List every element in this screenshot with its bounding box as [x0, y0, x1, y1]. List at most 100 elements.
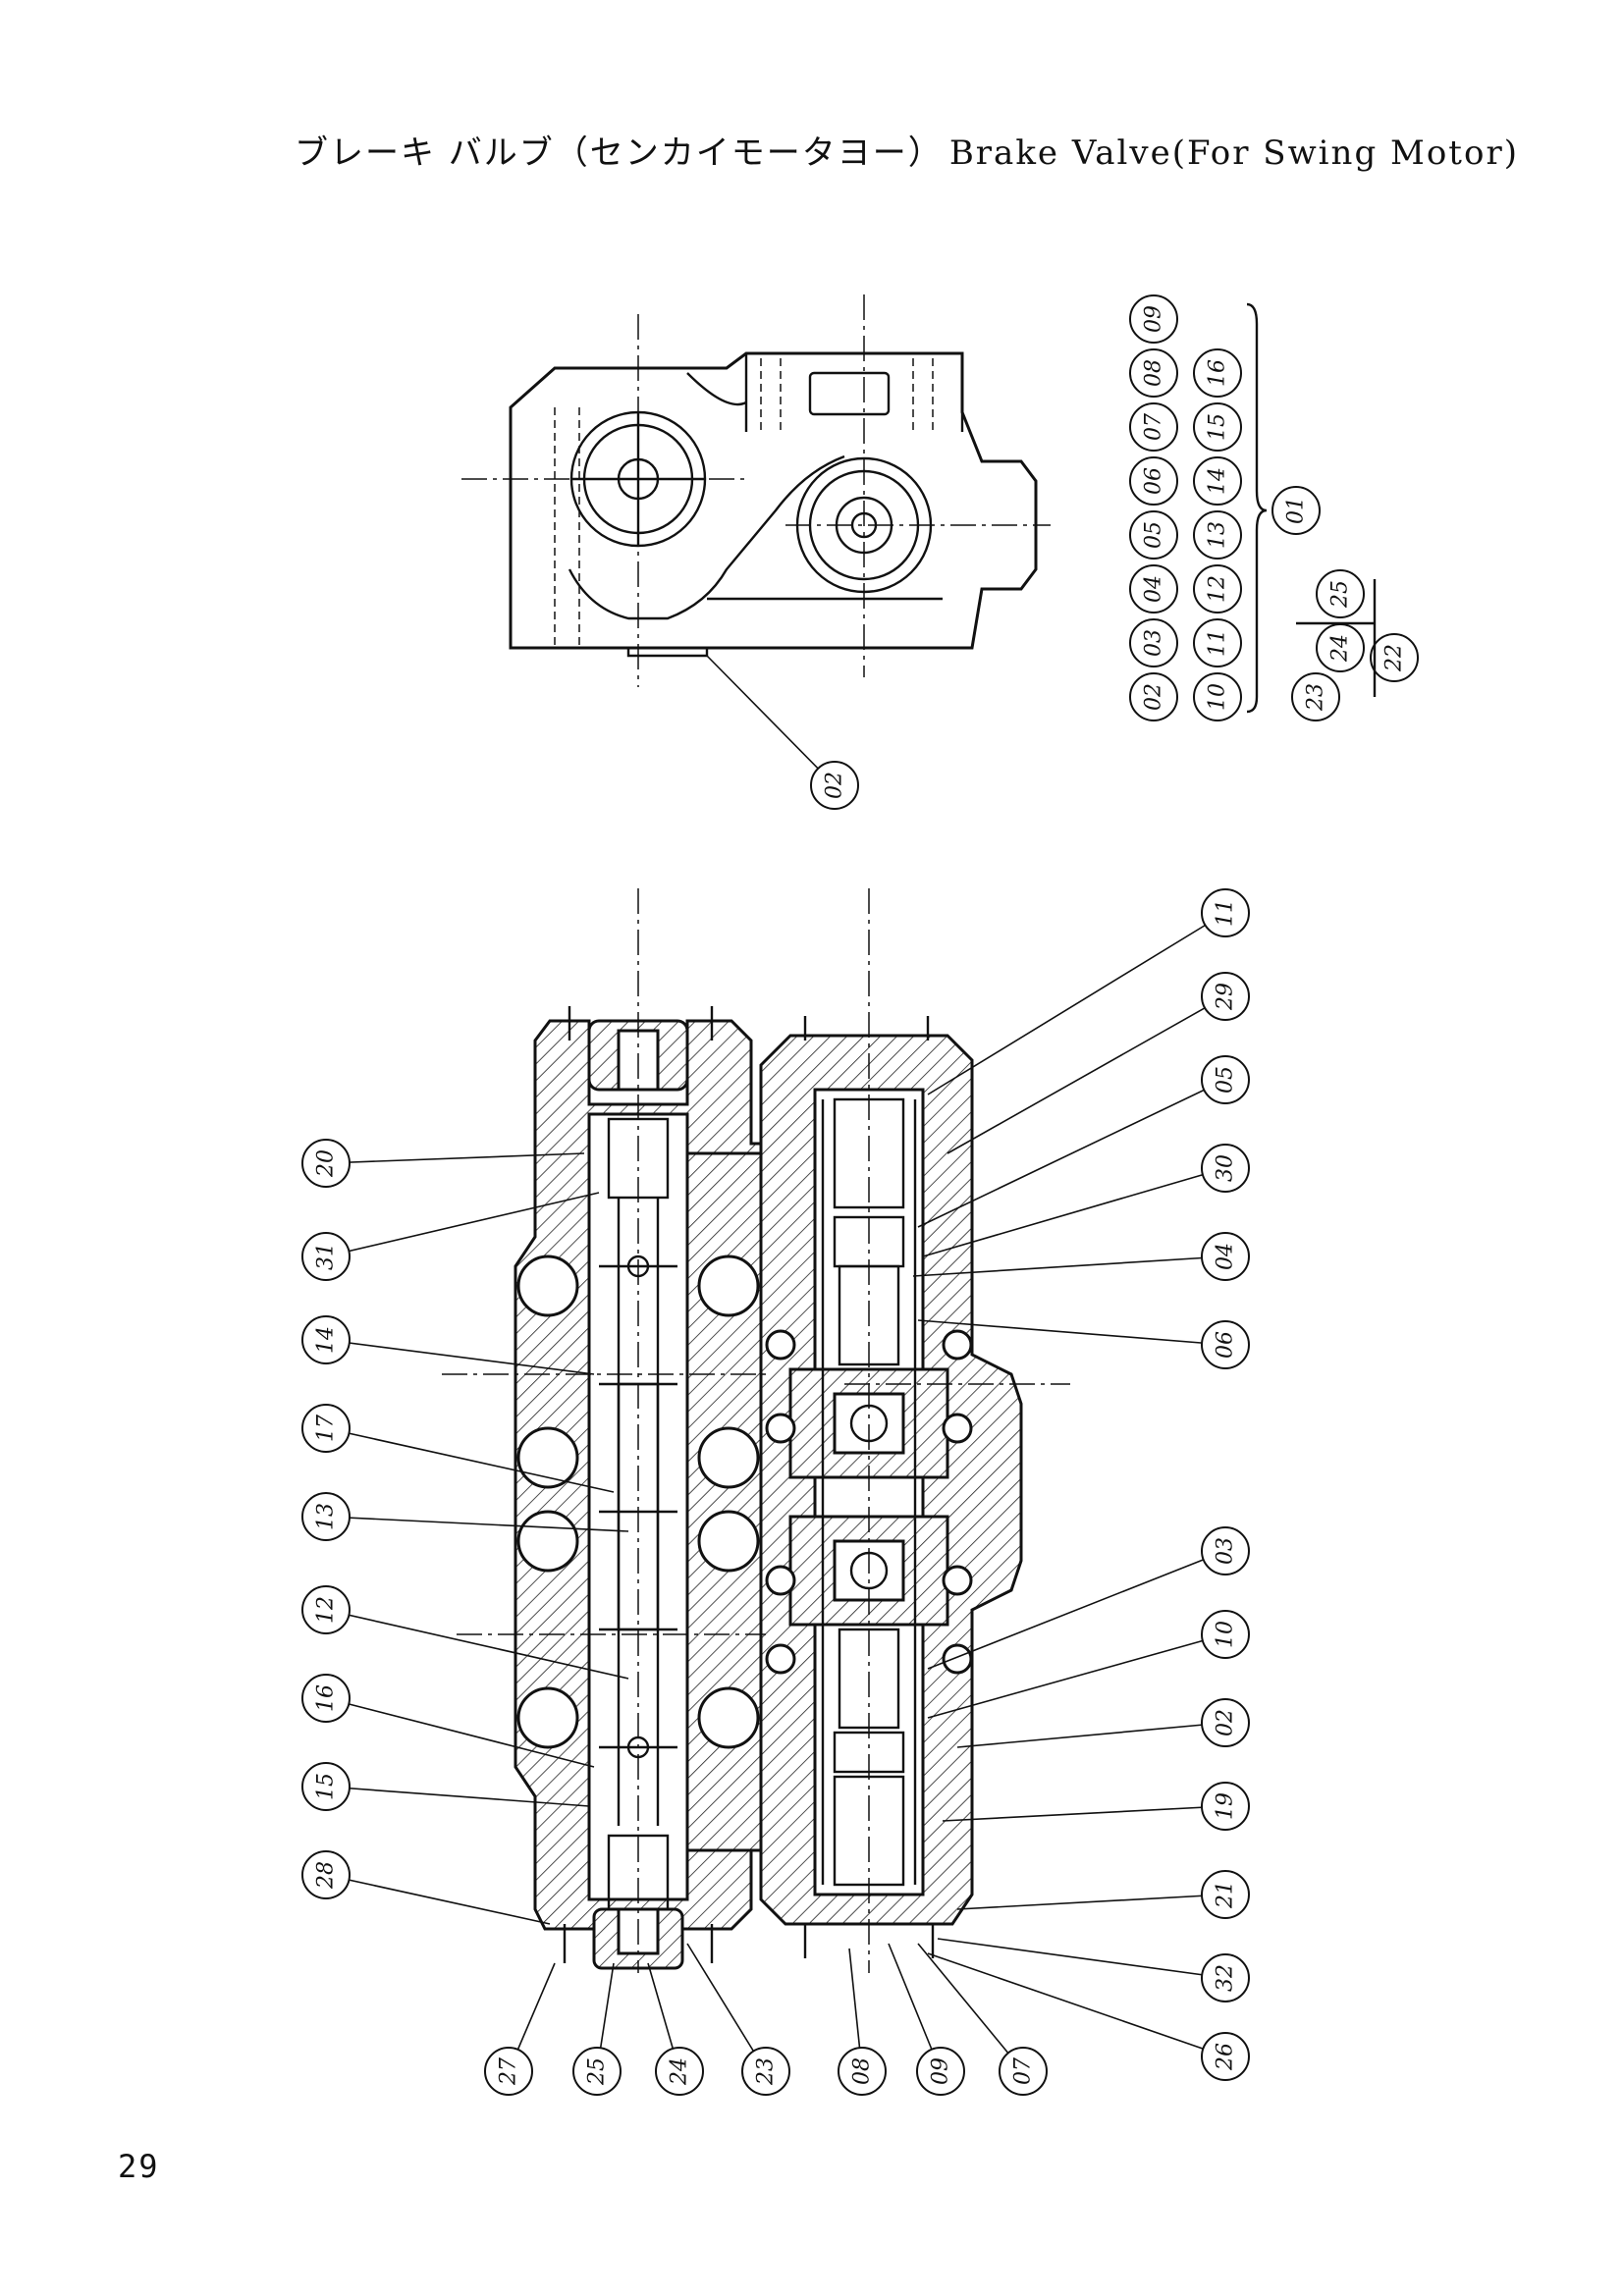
svg-text:14: 14	[314, 1326, 339, 1354]
index-bubble-12: 12	[1193, 564, 1242, 614]
section-callout-12: 12	[301, 1585, 629, 1680]
svg-text:26: 26	[1214, 2043, 1238, 2071]
section-callout-29: 29	[947, 972, 1250, 1154]
index-bubble-23: 23	[1291, 672, 1340, 721]
index-bubble-03: 03	[1129, 618, 1178, 667]
index-bubble-16: 16	[1193, 348, 1242, 398]
svg-text:32: 32	[1214, 1964, 1238, 1992]
index-bubble-06: 06	[1129, 456, 1178, 506]
svg-text:10: 10	[1214, 1621, 1238, 1648]
port-circles-right	[765, 1329, 973, 1675]
section-callout-32: 32	[937, 1938, 1250, 2002]
index-bubble-05: 05	[1129, 510, 1178, 560]
port-circles-left	[516, 1255, 760, 1749]
section-callout-09: 09	[888, 1943, 965, 2096]
svg-text:25: 25	[1328, 580, 1353, 609]
svg-text:03: 03	[1142, 629, 1166, 657]
index-bubble-group-22: 22	[1370, 633, 1419, 682]
svg-text:02: 02	[823, 772, 847, 799]
section-callout-25: 25	[572, 1962, 622, 2096]
svg-text:11: 11	[1206, 629, 1230, 657]
title-japanese: ブレーキ バルブ（センカイモータヨー）	[295, 133, 944, 173]
section-callout-26: 26	[927, 1952, 1250, 2081]
section-callout-21: 21	[956, 1870, 1250, 1919]
section-callout-20: 20	[301, 1139, 585, 1188]
svg-text:07: 07	[1011, 2057, 1036, 2085]
svg-text:22: 22	[1382, 644, 1407, 672]
index-bubble-11: 11	[1193, 618, 1242, 667]
index-bubble-15: 15	[1193, 402, 1242, 452]
svg-text:15: 15	[1206, 413, 1230, 441]
svg-text:14: 14	[1206, 467, 1230, 495]
svg-text:06: 06	[1142, 467, 1166, 495]
section-callout-10: 10	[927, 1610, 1250, 1719]
index-bubble-14: 14	[1193, 456, 1242, 506]
svg-text:02: 02	[1142, 683, 1166, 711]
svg-text:23: 23	[1304, 683, 1328, 712]
top-view-callout-02: 02	[706, 655, 859, 810]
svg-text:19: 19	[1214, 1792, 1238, 1820]
svg-text:17: 17	[314, 1415, 339, 1442]
section-callout-13: 13	[301, 1492, 629, 1541]
section-callout-04: 04	[912, 1232, 1250, 1281]
svg-text:24: 24	[668, 2057, 692, 2086]
section-callout-24: 24	[647, 1962, 704, 2096]
section-callout-02: 02	[956, 1698, 1250, 1748]
index-bubble-10: 10	[1193, 672, 1242, 721]
section-callout-17: 17	[301, 1404, 615, 1493]
index-bubble-09: 09	[1129, 294, 1178, 344]
svg-text:10: 10	[1206, 683, 1230, 711]
section-callout-15: 15	[301, 1762, 590, 1811]
svg-text:25: 25	[585, 2057, 610, 2086]
section-callout-05: 05	[917, 1055, 1250, 1228]
svg-text:20: 20	[314, 1149, 339, 1178]
svg-text:08: 08	[1142, 359, 1166, 387]
svg-text:16: 16	[1206, 359, 1230, 387]
assembly-index-brackets	[1246, 302, 1377, 714]
svg-text:05: 05	[1214, 1066, 1238, 1094]
section-callout-11: 11	[927, 888, 1250, 1095]
svg-text:29: 29	[1214, 983, 1238, 1011]
section-callout-08: 08	[838, 1948, 887, 2096]
svg-text:12: 12	[1206, 575, 1230, 603]
section-callout-30: 30	[922, 1144, 1250, 1257]
svg-text:16: 16	[314, 1684, 339, 1712]
svg-text:06: 06	[1214, 1331, 1238, 1359]
svg-text:12: 12	[314, 1596, 339, 1624]
svg-text:09: 09	[1142, 305, 1166, 333]
index-bubble-group-01: 01	[1271, 486, 1321, 535]
index-bubble-08: 08	[1129, 348, 1178, 398]
section-view	[442, 888, 1070, 1973]
section-callout-28: 28	[301, 1850, 551, 1925]
svg-text:05: 05	[1142, 521, 1166, 549]
index-bubble-25: 25	[1316, 569, 1365, 618]
svg-text:04: 04	[1214, 1243, 1238, 1270]
svg-text:13: 13	[314, 1503, 339, 1530]
svg-text:11: 11	[1214, 899, 1238, 927]
svg-text:31: 31	[314, 1243, 339, 1270]
section-callout-07: 07	[917, 1943, 1048, 2096]
section-callout-06: 06	[917, 1319, 1250, 1369]
section-callout-14: 14	[301, 1315, 595, 1375]
index-bubble-07: 07	[1129, 402, 1178, 452]
svg-text:09: 09	[929, 2057, 953, 2085]
svg-text:23: 23	[754, 2057, 779, 2086]
svg-text:07: 07	[1142, 413, 1166, 441]
svg-text:03: 03	[1214, 1537, 1238, 1565]
svg-text:27: 27	[497, 2057, 521, 2086]
section-callout-16: 16	[301, 1674, 595, 1768]
svg-text:24: 24	[1328, 634, 1353, 663]
section-callout-03: 03	[927, 1526, 1250, 1670]
svg-text:21: 21	[1214, 1881, 1238, 1909]
callout-bubbles: 0203040506070809101112131415160123242522…	[301, 294, 1419, 2096]
svg-text:13: 13	[1206, 521, 1230, 549]
section-callout-31: 31	[301, 1192, 600, 1281]
section-callout-19: 19	[942, 1782, 1250, 1831]
svg-text:02: 02	[1214, 1709, 1238, 1736]
index-bubble-04: 04	[1129, 564, 1178, 614]
index-bubble-13: 13	[1193, 510, 1242, 560]
top-view	[461, 294, 1051, 687]
index-bubble-02: 02	[1129, 672, 1178, 721]
index-bubble-24: 24	[1316, 623, 1365, 672]
